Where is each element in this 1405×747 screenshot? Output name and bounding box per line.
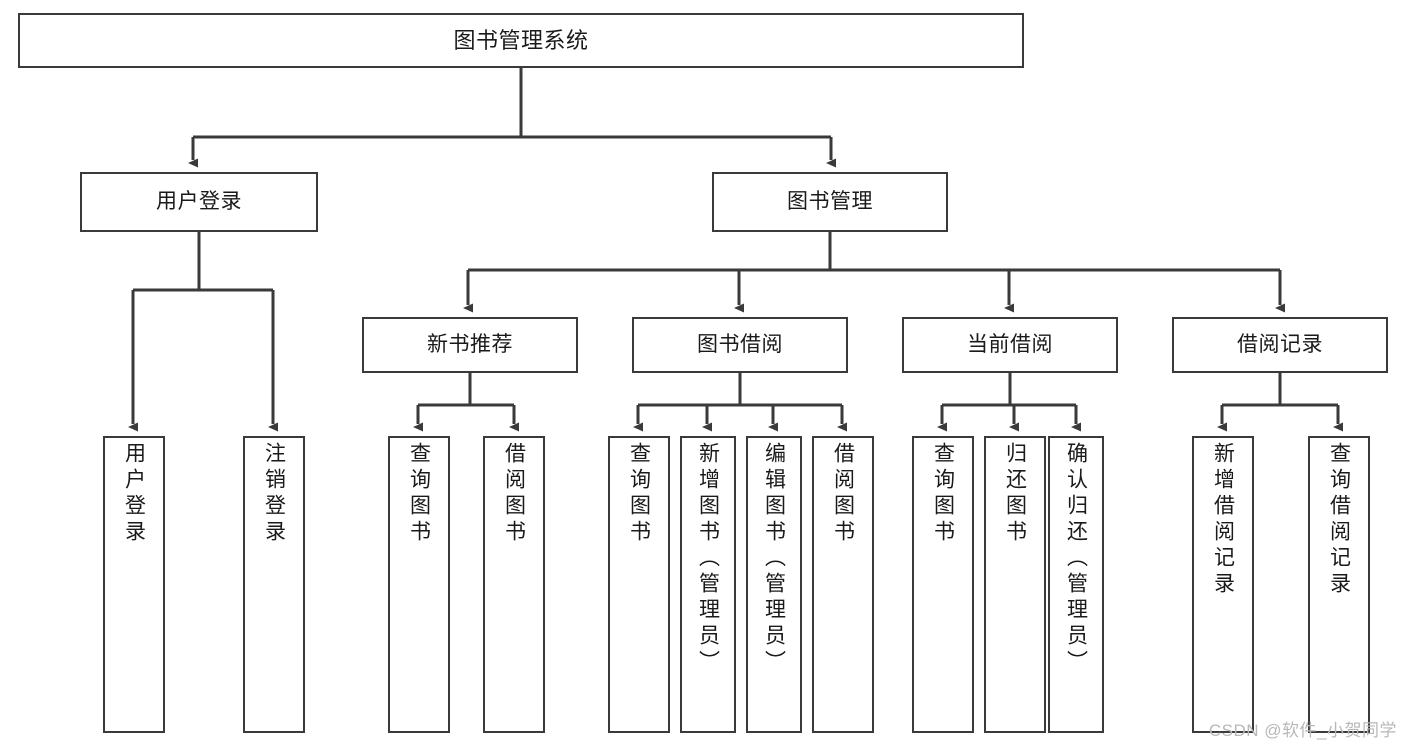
node-leaf-user-login-label: 用户登录	[122, 442, 146, 546]
node-leaf-user-logout-label: 注销登录	[262, 442, 286, 546]
node-book-borrow-label: 图书借阅	[697, 332, 783, 356]
node-leaf-query-book-current-label: 查询图书	[931, 442, 955, 546]
node-leaf-borrow-book[interactable]: 借阅图书	[812, 436, 874, 733]
node-leaf-query-borrow-record-label: 查询借阅记录	[1327, 442, 1351, 598]
node-leaf-query-borrow-record[interactable]: 查询借阅记录	[1308, 436, 1370, 733]
node-new-book-recommend[interactable]: 新书推荐	[362, 317, 578, 373]
node-leaf-edit-book-label: 编辑图书（管理员）	[762, 442, 786, 676]
node-leaf-user-logout[interactable]: 注销登录	[243, 436, 305, 733]
node-current-borrow[interactable]: 当前借阅	[902, 317, 1118, 373]
node-leaf-query-book-rec-label: 查询图书	[407, 442, 431, 546]
node-root[interactable]: 图书管理系统	[18, 13, 1024, 68]
node-current-borrow-label: 当前借阅	[967, 332, 1053, 356]
node-leaf-return-book[interactable]: 归还图书	[984, 436, 1046, 733]
node-book-borrow[interactable]: 图书借阅	[632, 317, 848, 373]
node-leaf-borrow-book-rec[interactable]: 借阅图书	[483, 436, 545, 733]
node-leaf-query-book-borrow-label: 查询图书	[627, 442, 651, 546]
node-book-manage[interactable]: 图书管理	[712, 172, 948, 232]
node-leaf-return-book-label: 归还图书	[1003, 442, 1027, 546]
node-leaf-user-login[interactable]: 用户登录	[103, 436, 165, 733]
node-leaf-query-book-rec[interactable]: 查询图书	[388, 436, 450, 733]
node-borrow-record-label: 借阅记录	[1237, 332, 1323, 356]
node-root-label: 图书管理系统	[453, 27, 589, 53]
node-leaf-add-book-label: 新增图书（管理员）	[696, 442, 720, 676]
node-borrow-record[interactable]: 借阅记录	[1172, 317, 1388, 373]
node-leaf-query-book-borrow[interactable]: 查询图书	[608, 436, 670, 733]
node-user-login-label: 用户登录	[156, 189, 242, 213]
node-book-manage-label: 图书管理	[787, 189, 873, 213]
node-leaf-edit-book[interactable]: 编辑图书（管理员）	[746, 436, 802, 733]
csdn-watermark: CSDN @软件_小贺同学	[1208, 721, 1397, 740]
node-leaf-confirm-return-label: 确认归还（管理员）	[1064, 442, 1088, 676]
node-leaf-add-borrow-record[interactable]: 新增借阅记录	[1192, 436, 1254, 733]
node-leaf-add-borrow-record-label: 新增借阅记录	[1211, 442, 1235, 598]
node-leaf-confirm-return[interactable]: 确认归还（管理员）	[1048, 436, 1104, 733]
node-leaf-add-book[interactable]: 新增图书（管理员）	[680, 436, 736, 733]
node-new-book-recommend-label: 新书推荐	[427, 332, 513, 356]
node-leaf-borrow-book-rec-label: 借阅图书	[502, 442, 526, 546]
node-user-login[interactable]: 用户登录	[80, 172, 318, 232]
node-leaf-query-book-current[interactable]: 查询图书	[912, 436, 974, 733]
node-leaf-borrow-book-label: 借阅图书	[831, 442, 855, 546]
